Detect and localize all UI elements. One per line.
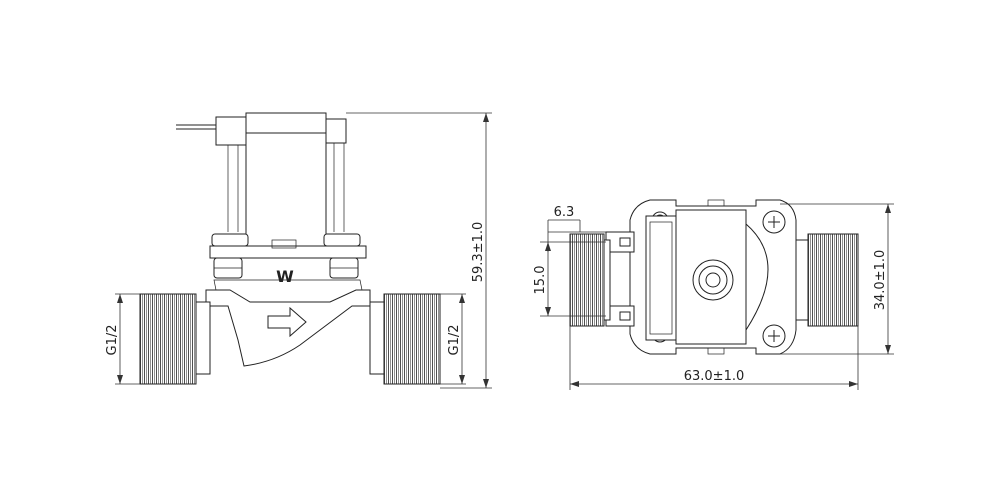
terminals <box>605 231 635 327</box>
coil <box>176 112 347 235</box>
pipe-height-dimension: 34.0±1.0 <box>780 203 894 355</box>
valve-body <box>205 279 371 367</box>
inlet-thread-label: G1/2 <box>105 325 120 356</box>
front-outlet-thread <box>795 233 859 327</box>
coil-base: W <box>209 233 367 286</box>
pipe-height-label: 34.0±1.0 <box>873 250 888 311</box>
overall-length-label: 63.0±1.0 <box>684 369 745 384</box>
outlet-dimension: G1/2 <box>440 293 466 385</box>
front-inlet-thread <box>569 233 611 327</box>
outlet-thread <box>369 293 441 385</box>
overall-length-dimension: 63.0±1.0 <box>569 326 859 390</box>
flow-arrow-icon <box>267 306 307 338</box>
body-marking: W <box>276 267 294 286</box>
screw-bottom-right-icon <box>762 324 786 348</box>
screw-top-right-icon <box>762 210 786 234</box>
side-view: W G1/2 <box>105 112 492 389</box>
terminal-spacing-dimension: 15.0 <box>533 241 606 317</box>
center-port <box>692 259 734 301</box>
height-dimension-label: 59.3±1.0 <box>471 222 486 283</box>
height-dimension: 59.3±1.0 <box>346 112 492 389</box>
outlet-thread-label: G1/2 <box>447 325 462 356</box>
front-view: 6.3 15.0 63.0±1.0 34.0±1.0 <box>533 199 894 390</box>
inlet-dimension: G1/2 <box>105 293 140 385</box>
terminal-spacing-label: 15.0 <box>533 266 548 295</box>
terminal-width-label: 6.3 <box>554 205 575 220</box>
inlet-thread <box>139 293 211 385</box>
